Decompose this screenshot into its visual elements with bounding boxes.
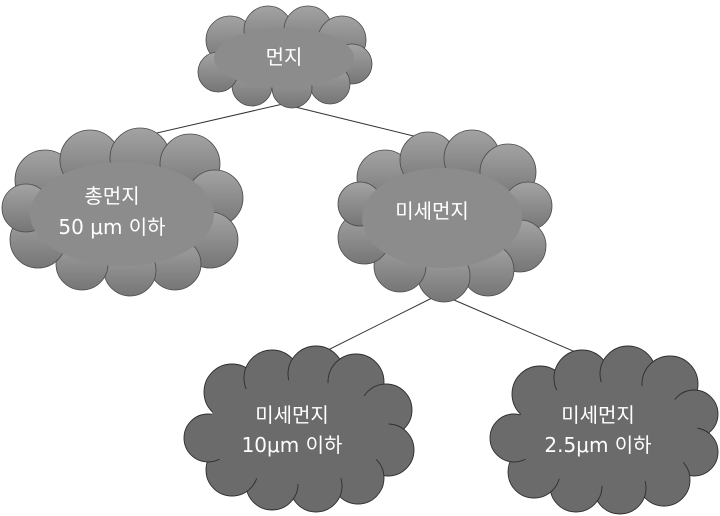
pm25-label-line1: 미세먼지 [561, 403, 635, 427]
pm10-label-line2: 10μm 이하 [242, 433, 343, 457]
cloud-fine-dust: 미세먼지 [337, 129, 553, 303]
total-dust-label-line2: 50 μm 이하 [58, 215, 165, 239]
cloud-root: 먼지 [197, 5, 373, 109]
cloud-total-dust: 총먼지 50 μm 이하 [1, 127, 244, 297]
root-label: 먼지 [266, 45, 303, 69]
pm25-label-line2: 2.5μm 이하 [544, 433, 651, 457]
fine-dust-label: 미세먼지 [395, 199, 469, 223]
cloud-pm25: 미세먼지 2.5μm 이하 [489, 345, 719, 515]
pm10-label-line1: 미세먼지 [255, 403, 329, 427]
total-dust-label-line1: 총먼지 [84, 184, 139, 208]
cloud-pm10: 미세먼지 10μm 이하 [183, 345, 415, 513]
